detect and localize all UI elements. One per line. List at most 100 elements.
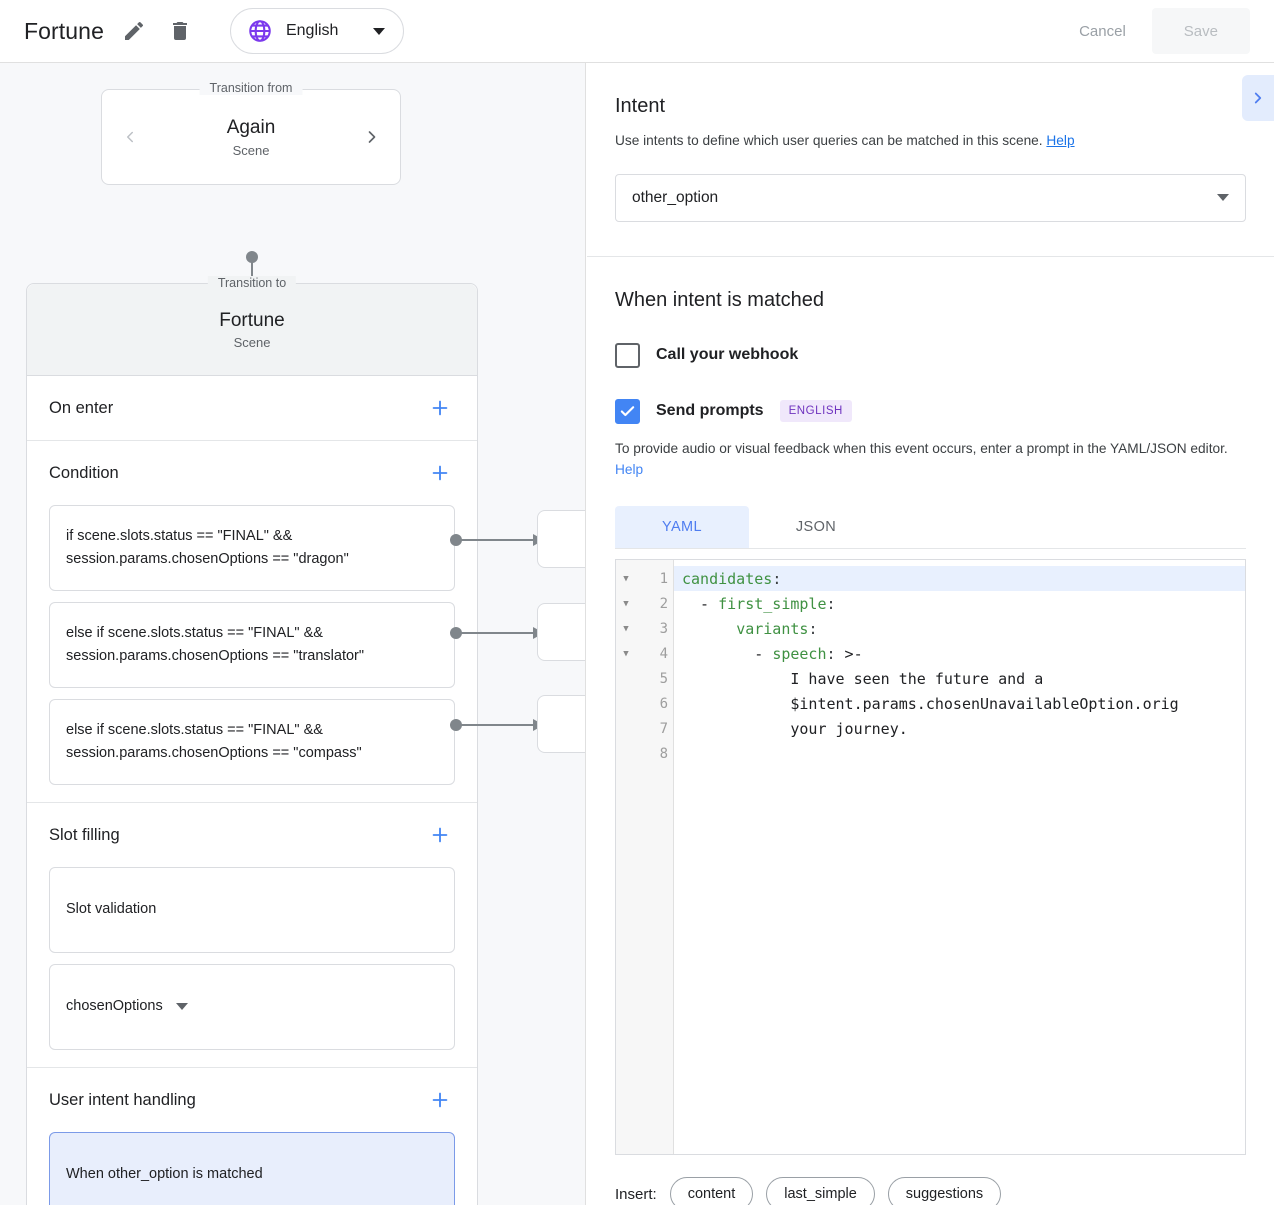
intent-selected-value: other_option <box>632 188 719 206</box>
intent-description-text: Use intents to define which user queries… <box>615 133 1043 148</box>
plus-icon[interactable] <box>425 1085 455 1115</box>
prompt-help-link[interactable]: Help <box>615 461 644 477</box>
editor-gutter-row: 6 <box>616 691 673 716</box>
webhook-checkbox-row[interactable]: Call your webhook <box>615 342 1246 368</box>
call-webhook-label: Call your webhook <box>656 346 799 364</box>
slot-validation-item[interactable]: Slot validation <box>49 867 455 953</box>
transition-from-card[interactable]: Transition from Again Scene <box>101 81 401 185</box>
condition-target-card[interactable] <box>537 603 585 661</box>
tab-yaml[interactable]: YAML <box>615 506 749 549</box>
tab-json[interactable]: JSON <box>795 519 837 536</box>
scene-graph-panel: Transition from Again Scene Transition t… <box>0 63 586 1205</box>
slot-dropdown-row[interactable]: chosenOptions <box>66 995 188 1018</box>
call-webhook-checkbox[interactable] <box>615 342 640 368</box>
intent-section: Intent Use intents to define which user … <box>587 63 1274 257</box>
send-prompts-checkbox[interactable] <box>615 398 640 424</box>
header-actions: Cancel Save <box>1059 8 1250 54</box>
plus-icon[interactable] <box>425 820 455 850</box>
fold-triangle-icon[interactable]: ▼ <box>623 623 629 634</box>
user-intent-item-selected[interactable]: When other_option is matched <box>49 1132 455 1205</box>
fold-triangle-icon[interactable]: ▼ <box>623 573 629 584</box>
editor-code-line[interactable] <box>674 741 1245 766</box>
section-condition: Condition if scene.slots.status == "FINA… <box>27 441 477 803</box>
plus-icon-glyph <box>432 827 448 843</box>
expand-panel-button[interactable] <box>1242 75 1274 121</box>
chevron-left-glyph <box>127 131 133 143</box>
section-header-user-intent-handling: User intent handling <box>27 1068 477 1132</box>
editor-line-number: 8 <box>659 745 668 762</box>
cancel-button[interactable]: Cancel <box>1059 11 1146 51</box>
condition-target-card[interactable] <box>537 695 585 753</box>
editor-line-number: 4 <box>659 645 668 662</box>
user-intent-list: When other_option is matched <box>27 1132 477 1205</box>
intent-description: Use intents to define which user queries… <box>615 131 1246 152</box>
fold-triangle-icon[interactable]: ▼ <box>623 598 629 609</box>
section-title-user-intent-handling: User intent handling <box>49 1090 196 1109</box>
transition-from-content: Again Scene <box>102 90 400 184</box>
intent-help-link[interactable]: Help <box>1046 133 1075 148</box>
section-title-on-enter: On enter <box>49 398 114 417</box>
send-prompts-checkbox-row[interactable]: Send prompts ENGLISH <box>615 398 1246 424</box>
pencil-icon-glyph <box>124 21 143 40</box>
globe-icon <box>249 20 271 42</box>
editor-line-number: 1 <box>659 570 668 587</box>
plus-icon[interactable] <box>425 458 455 488</box>
editor-code-line[interactable]: $intent.params.chosenUnavailableOption.o… <box>790 694 1179 713</box>
transition-from-scene-name: Again <box>226 117 276 139</box>
fold-triangle-icon[interactable]: ▼ <box>623 648 629 659</box>
condition-connector <box>450 719 544 731</box>
connector-dot <box>450 534 462 546</box>
chevron-right-icon <box>1254 92 1262 104</box>
editor-gutter-row: 5 <box>616 666 673 691</box>
transition-from-scene-type: Scene <box>232 142 270 158</box>
editor-code-line[interactable]: variants: <box>736 619 818 638</box>
check-icon <box>620 405 635 416</box>
editor-format-tabs: YAML JSON <box>615 506 1246 550</box>
transition-from-legend: Transition from <box>199 81 303 95</box>
editor-gutter-row: ▼3 <box>616 616 673 641</box>
prompt-helper-text: To provide audio or visual feedback when… <box>615 438 1245 480</box>
chevron-down-icon <box>373 27 386 35</box>
insert-chip-suggestions[interactable]: suggestions <box>887 1177 1002 1205</box>
transition-connector <box>246 185 258 382</box>
editor-code-line[interactable]: your journey. <box>790 719 908 738</box>
app-header: Fortune English Cancel Save <box>0 0 1274 63</box>
slot-item-chosenoptions[interactable]: chosenOptions <box>49 964 455 1050</box>
section-title-condition: Condition <box>49 463 119 482</box>
when-intent-matched-section: When intent is matched Call your webhook… <box>587 257 1274 1205</box>
condition-list: if scene.slots.status == "FINAL" && sess… <box>27 505 477 802</box>
trash-icon-glyph <box>172 22 187 40</box>
transition-to-content: Fortune Scene <box>27 284 477 375</box>
editor-code-line[interactable]: - speech: >- <box>682 644 863 663</box>
condition-item[interactable]: else if scene.slots.status == "FINAL" &&… <box>49 699 455 785</box>
chevron-left-icon[interactable] <box>116 123 144 151</box>
transition-to-legend: Transition to <box>207 276 297 290</box>
condition-target-card[interactable] <box>537 510 585 568</box>
trash-icon[interactable] <box>162 13 198 49</box>
section-user-intent-handling: User intent handling When other_option i… <box>27 1068 477 1205</box>
chevron-right-icon[interactable] <box>358 123 386 151</box>
transition-to-header[interactable]: Transition to Fortune Scene <box>27 276 477 376</box>
pencil-icon[interactable] <box>116 13 152 49</box>
editor-line-number: 3 <box>659 620 668 637</box>
editor-code-line[interactable]: - first_simple: <box>682 594 836 613</box>
language-selector[interactable]: English <box>229 8 405 54</box>
language-badge: ENGLISH <box>779 400 852 423</box>
connector-dot <box>450 719 462 731</box>
intent-select[interactable]: other_option <box>615 173 1246 222</box>
condition-item[interactable]: if scene.slots.status == "FINAL" && sess… <box>49 505 455 591</box>
condition-item[interactable]: else if scene.slots.status == "FINAL" &&… <box>49 602 455 688</box>
section-header-slot-filling: Slot filling <box>27 803 477 867</box>
transition-to-scene-name: Fortune <box>219 309 285 331</box>
editor-code-line[interactable]: candidates: <box>674 566 1245 592</box>
insert-chip-content[interactable]: content <box>669 1177 754 1205</box>
editor-code-line[interactable]: I have seen the future and a <box>790 669 1044 688</box>
plus-icon[interactable] <box>425 393 455 423</box>
editor-line-number: 6 <box>659 695 668 712</box>
editor-code-area[interactable]: candidates: - first_simple: variants: - … <box>674 560 1245 1154</box>
send-prompts-label: Send prompts <box>656 402 764 420</box>
insert-chip-last-simple[interactable]: last_simple <box>766 1177 875 1205</box>
save-button[interactable]: Save <box>1151 8 1250 54</box>
